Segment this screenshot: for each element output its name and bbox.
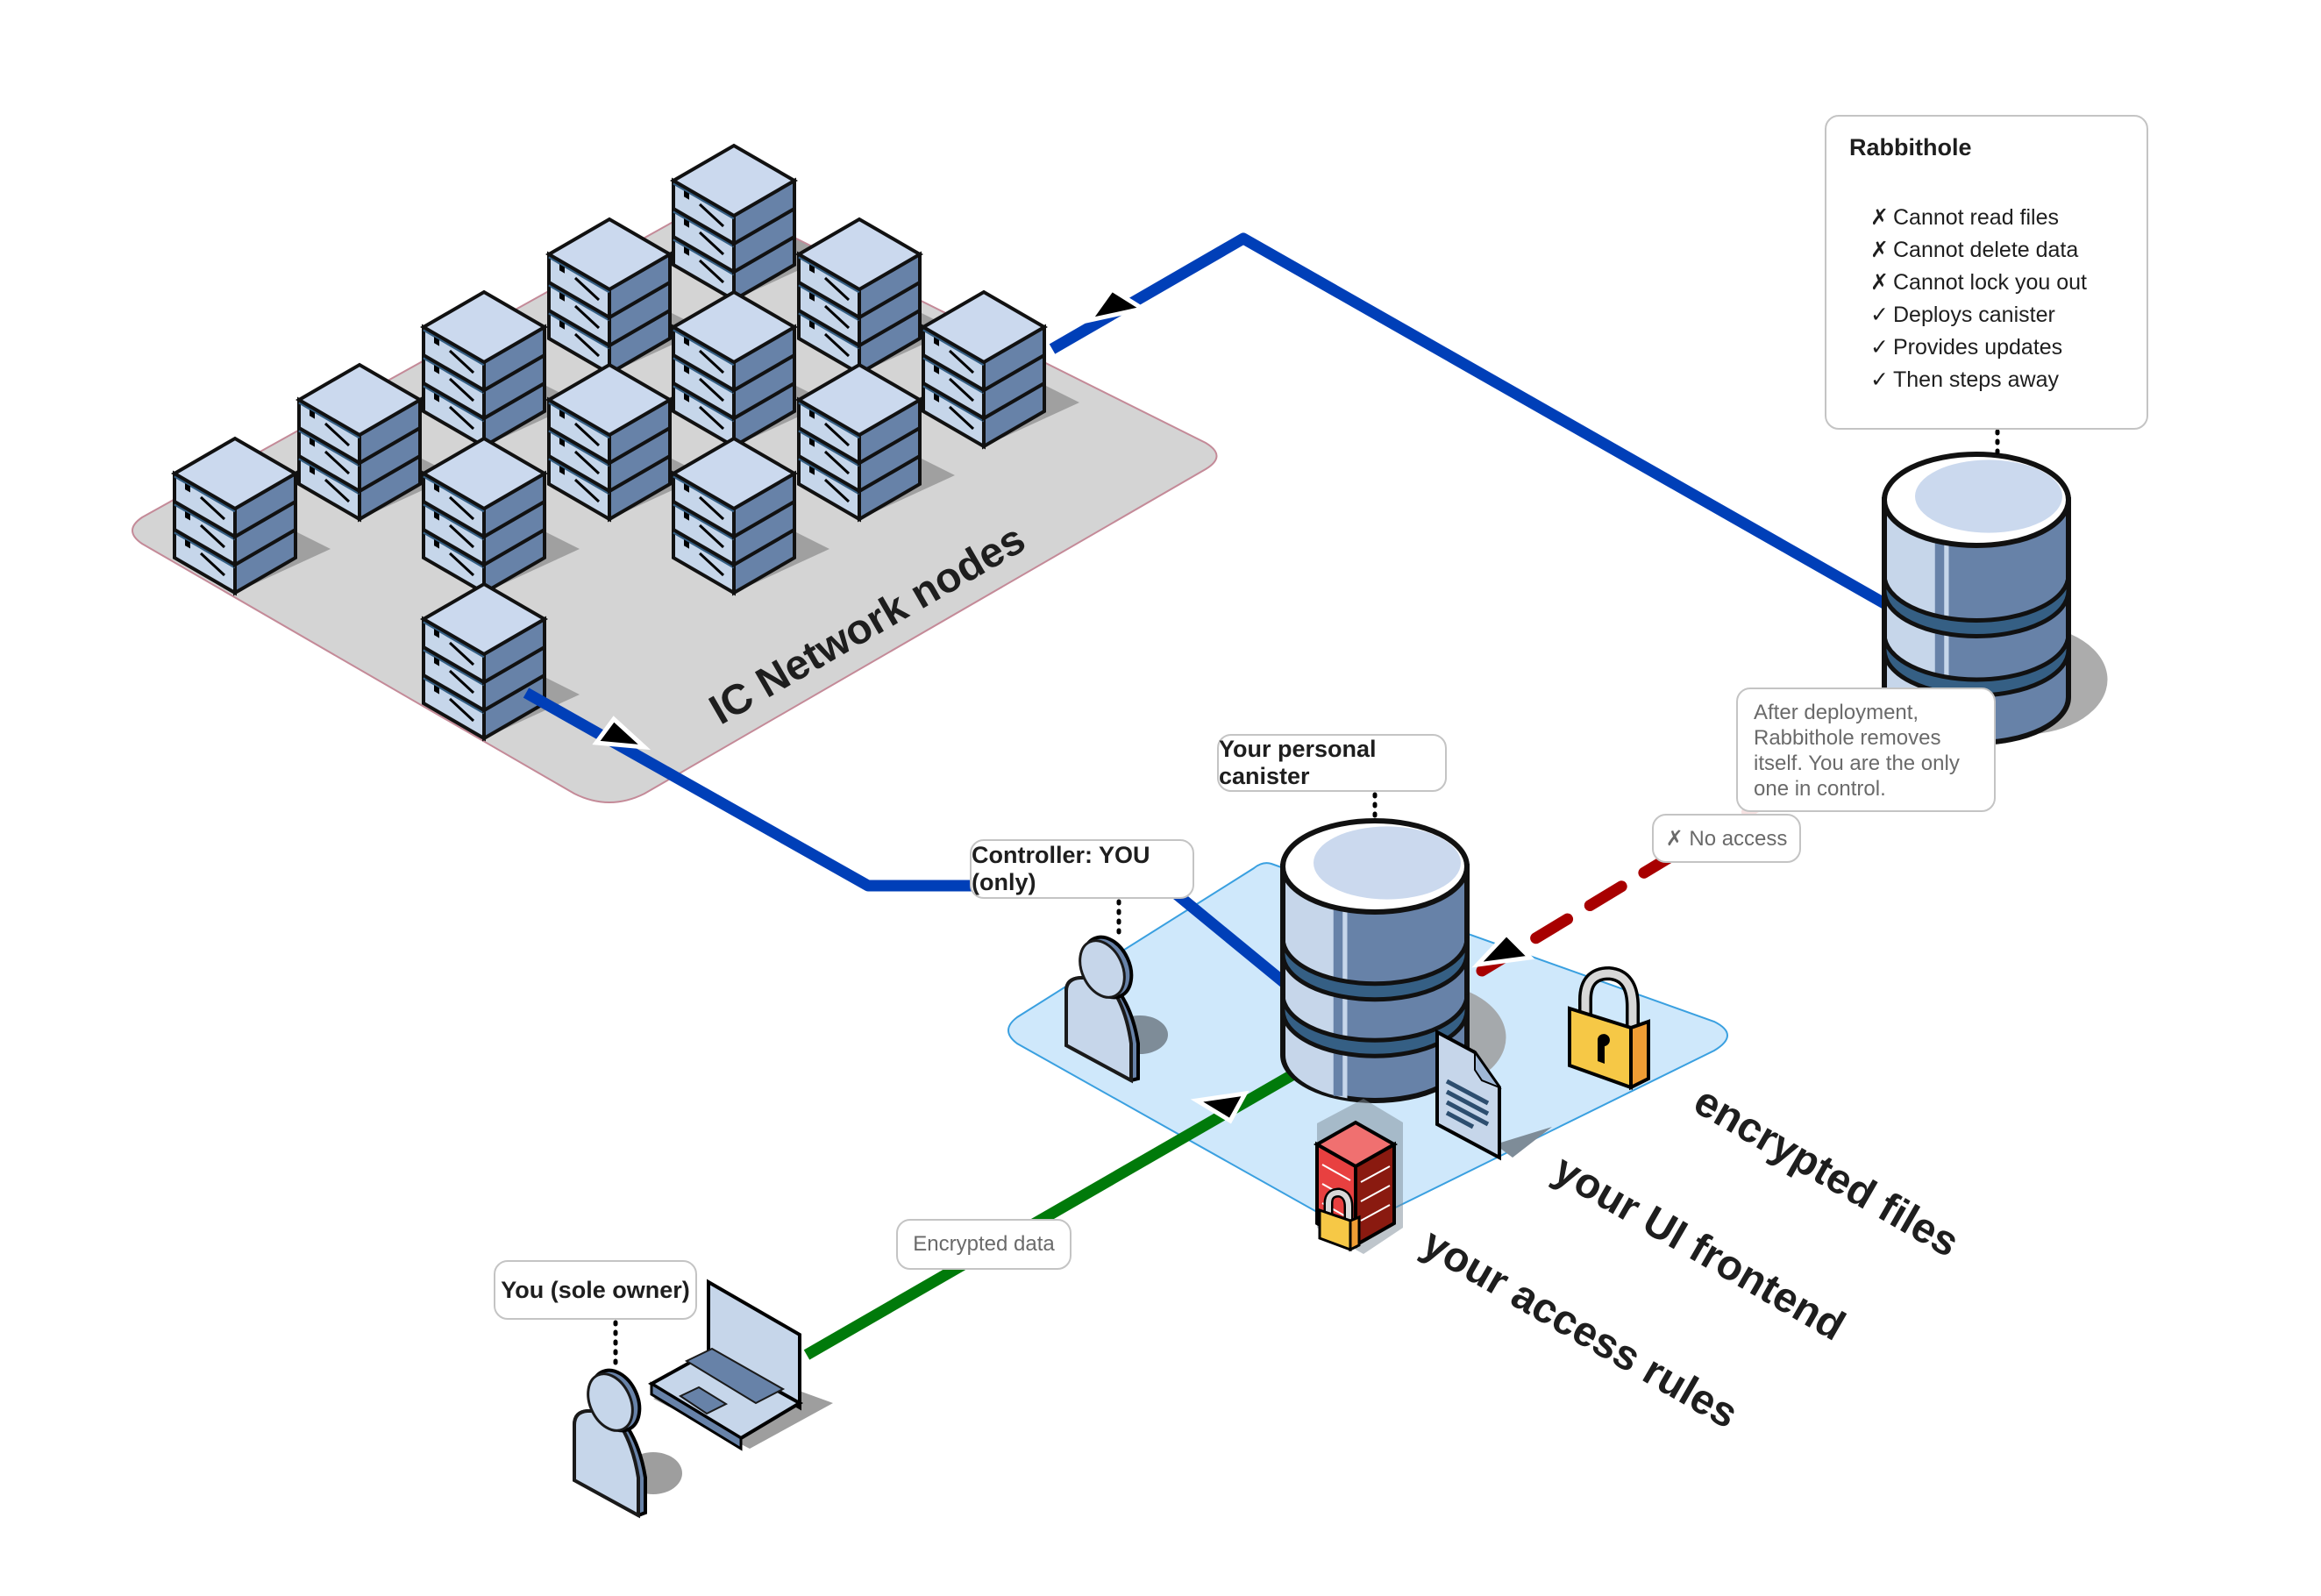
cross-icon: ✗ <box>1870 205 1889 230</box>
capability-item: ✓Deploys canister <box>1870 299 2147 331</box>
firewall-icon <box>1313 1099 1403 1254</box>
check-icon: ✓ <box>1870 335 1889 360</box>
cross-icon: ✗ <box>1870 238 1889 262</box>
server-node-icon <box>670 436 829 596</box>
server-node-icon <box>295 362 455 523</box>
arrow-head-icon <box>1190 1090 1249 1124</box>
check-icon: ✓ <box>1870 303 1889 327</box>
check-icon: ✓ <box>1870 367 1889 392</box>
server-node-icon <box>171 436 331 596</box>
server-node-icon <box>920 289 1079 450</box>
capability-item: ✗Cannot read files <box>1870 202 2147 234</box>
server-node-icon <box>420 436 580 596</box>
capability-text: Provides updates <box>1893 335 2063 360</box>
capability-text: Cannot lock you out <box>1893 270 2087 295</box>
document-icon <box>1435 1029 1552 1161</box>
server-node-icon <box>545 217 705 377</box>
rabbithole-callout: Rabbithole ✗Cannot read files ✗Cannot de… <box>1825 115 2148 430</box>
rabbithole-capabilities: ✗Cannot read files ✗Cannot delete data ✗… <box>1849 202 2147 396</box>
laptop-icon <box>648 1279 833 1451</box>
encrypted-data-label: Encrypted data <box>896 1219 1072 1270</box>
canister-label: Your personal canister <box>1217 734 1447 792</box>
capability-text: Cannot delete data <box>1893 238 2079 262</box>
server-node-icon <box>545 362 705 523</box>
rabbithole-title: Rabbithole <box>1849 134 1972 160</box>
capability-item: ✓Provides updates <box>1870 331 2147 364</box>
capability-text: Cannot read files <box>1893 205 2060 230</box>
deployment-note: After deployment, Rabbithole removes its… <box>1736 688 1996 812</box>
padlock-icon <box>1568 965 1650 1091</box>
server-node-icon <box>420 289 580 450</box>
server-nodes <box>171 143 1079 742</box>
server-node-icon <box>795 362 955 523</box>
arrow-head-icon <box>1085 286 1149 324</box>
capability-text: Then steps away <box>1893 367 2059 392</box>
no-access-label: ✗ No access <box>1652 814 1801 863</box>
capability-item: ✗Cannot delete data <box>1870 234 2147 267</box>
network-link-rabbithole <box>1049 232 1906 619</box>
cross-icon: ✗ <box>1870 270 1889 295</box>
server-node-icon <box>670 289 829 450</box>
server-node-icon <box>670 143 829 303</box>
owner-person-icon <box>573 1368 682 1519</box>
encrypted-data-link <box>803 1051 1328 1360</box>
capability-text: Deploys canister <box>1893 303 2055 327</box>
owner-label: You (sole owner) <box>494 1260 697 1320</box>
capability-item: ✓Then steps away <box>1870 364 2147 396</box>
controller-person-icon <box>1064 935 1168 1084</box>
capability-item: ✗Cannot lock you out <box>1870 267 2147 299</box>
arrow-head-icon <box>592 716 651 751</box>
arrow-head-icon <box>1471 930 1535 968</box>
controller-label: Controller: YOU (only) <box>970 839 1194 899</box>
